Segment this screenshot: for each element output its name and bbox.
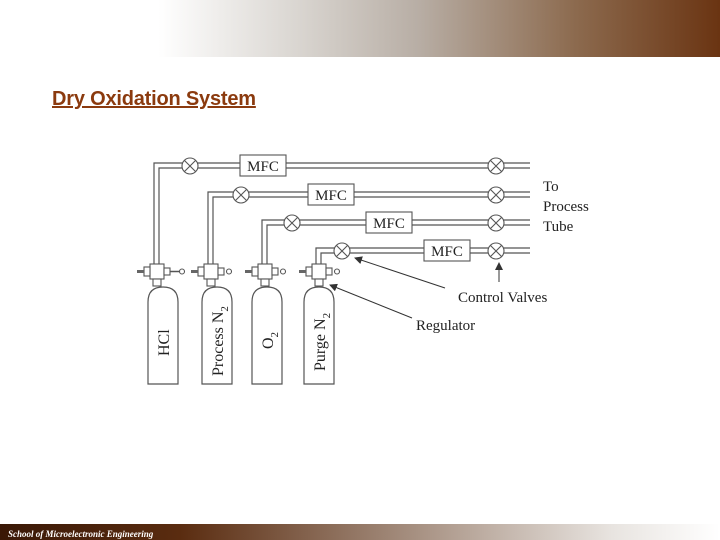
- svg-text:O2: O2: [260, 332, 281, 349]
- arrow-control-valves-left: [354, 256, 446, 289]
- mfc-label-1: MFC: [247, 159, 279, 175]
- control-valve-1b: [487, 157, 505, 175]
- gas-line-process-n2: [207, 191, 530, 266]
- control-valve-3b: [487, 214, 505, 232]
- mfc-box-3: [365, 211, 413, 234]
- cylinder-hcl: [147, 286, 179, 385]
- cylinder-label-process-n2: Process N: [210, 311, 227, 376]
- slide-title: Dry Oxidation System: [52, 88, 256, 110]
- cylinder-label-o2: O: [260, 337, 277, 349]
- cylinder-label-hcl: HCl: [156, 329, 173, 356]
- destination-line-1: To: [543, 179, 559, 195]
- control-valve-4a: [333, 242, 351, 260]
- cylinder-label-purge-n2: Purge N: [312, 318, 329, 371]
- mfc-box-2: [307, 183, 355, 206]
- cylinder-process-n2: [201, 286, 233, 385]
- cylinder-sub-process-n2: 2: [219, 306, 231, 312]
- svg-text:HCl: HCl: [156, 329, 173, 356]
- control-valve-2a: [232, 186, 250, 204]
- mfc-label-2: MFC: [315, 188, 347, 204]
- gas-line-hcl: [153, 162, 530, 266]
- control-valve-4b: [487, 242, 505, 260]
- mfc-label-3: MFC: [373, 216, 405, 232]
- regulator-hcl: [137, 263, 186, 287]
- destination-line-3: Tube: [543, 219, 574, 235]
- gas-line-o2: [261, 219, 530, 266]
- cylinder-purge-n2: [303, 286, 335, 385]
- control-valve-3a: [283, 214, 301, 232]
- arrow-regulator: [329, 283, 413, 319]
- control-valves-label: Control Valves: [458, 290, 547, 306]
- regulator-purge-n2: [299, 263, 341, 287]
- cylinder-o2: [251, 286, 283, 385]
- svg-text:Purge N2: Purge N2: [312, 313, 333, 371]
- header-gradient-band: [0, 0, 720, 57]
- svg-text:Process N2: Process N2: [210, 306, 231, 376]
- cylinder-sub-purge-n2: 2: [321, 313, 333, 319]
- regulator-o2: [245, 263, 287, 287]
- destination-line-2: Process: [543, 199, 589, 215]
- regulator-label: Regulator: [416, 318, 475, 334]
- footer-text: School of Microelectronic Engineering: [8, 529, 154, 539]
- mfc-box-1: [239, 154, 287, 177]
- control-valve-2b: [487, 186, 505, 204]
- footer-gradient-band: School of Microelectronic Engineering: [0, 524, 720, 540]
- regulator-process-n2: [191, 263, 233, 287]
- mfc-label-4: MFC: [431, 244, 463, 260]
- cylinder-sub-o2: 2: [269, 332, 281, 338]
- control-valve-1a: [181, 157, 199, 175]
- mfc-box-4: [423, 239, 471, 262]
